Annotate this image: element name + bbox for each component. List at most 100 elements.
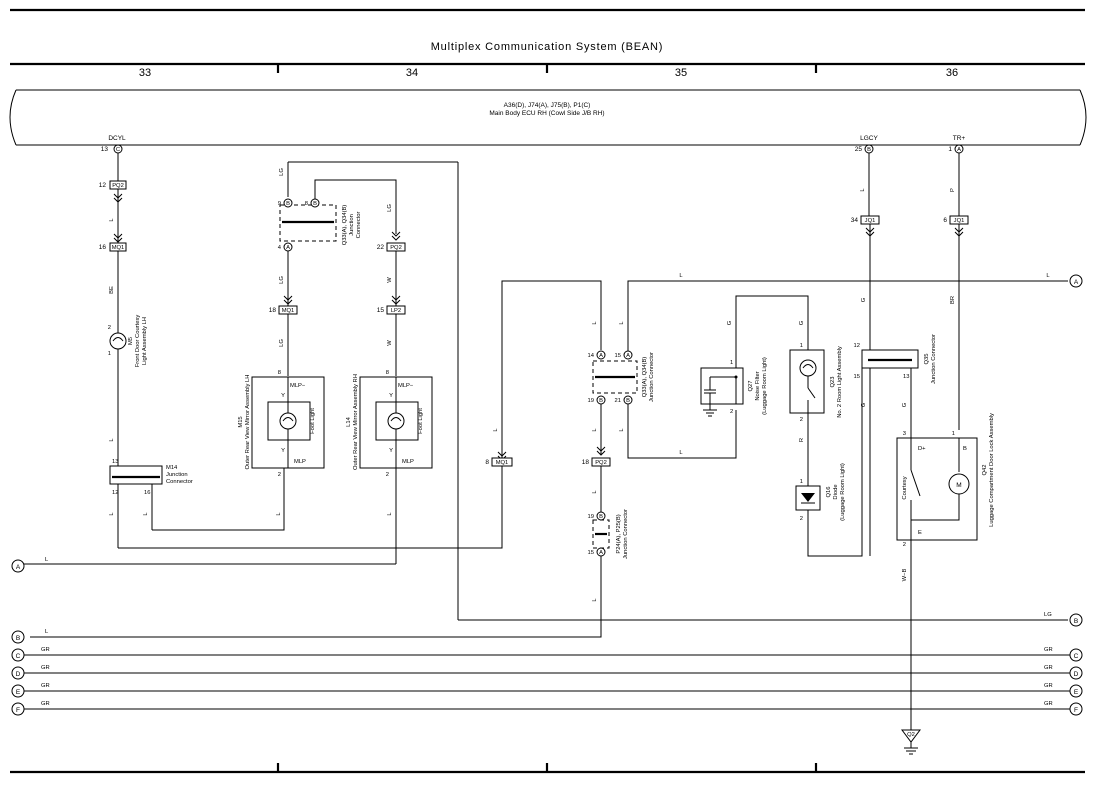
svg-text:PQ2: PQ2	[390, 245, 402, 251]
bus-d: D D GR GR	[11, 665, 1083, 680]
svg-text:(Luggage Room Light): (Luggage Room Light)	[762, 357, 768, 415]
svg-text:GR: GR	[1044, 647, 1053, 653]
svg-text:6: 6	[943, 217, 947, 224]
component-m14	[109, 465, 163, 485]
svg-text:Outer Rear View Mirror Assembl: Outer Rear View Mirror Assembly RH	[353, 374, 359, 470]
svg-text:Junction Connector: Junction Connector	[931, 334, 937, 384]
svg-text:Diode: Diode	[833, 484, 839, 499]
terminal-dcyl-pin: 13	[101, 146, 109, 153]
svg-text:Connector: Connector	[166, 479, 193, 485]
component-q27	[700, 367, 744, 405]
svg-text:MQ1: MQ1	[112, 245, 125, 251]
svg-text:PQ2: PQ2	[112, 183, 124, 189]
terminal-lgcy-label: LGCY	[860, 135, 878, 142]
svg-text:L: L	[276, 512, 282, 516]
svg-text:A: A	[599, 353, 603, 359]
component-q33-mid-label: Q33(A), Q34(B) Junction Connector	[642, 352, 655, 402]
svg-text:BR: BR	[950, 296, 956, 304]
svg-text:Y: Y	[281, 448, 285, 454]
ecu-block: A36(D), J74(A), J75(B), P1(C) Main Body …	[9, 89, 1087, 146]
component-q33-top	[279, 204, 337, 242]
diode-icon	[801, 493, 815, 502]
svg-text:Junction Connector: Junction Connector	[649, 352, 655, 402]
svg-text:14: 14	[588, 353, 595, 359]
svg-text:M5: M5	[128, 337, 134, 345]
svg-text:D: D	[1074, 671, 1079, 678]
svg-text:L: L	[493, 428, 499, 432]
bus-b: B L B LG	[11, 612, 1083, 644]
svg-text:B: B	[867, 147, 871, 153]
svg-text:L: L	[592, 321, 598, 325]
svg-text:2: 2	[386, 472, 389, 478]
svg-text:LG: LG	[279, 339, 285, 347]
svg-text:W−B: W−B	[902, 569, 908, 582]
svg-text:13: 13	[903, 374, 909, 380]
svg-text:Q33(A), Q34(B): Q33(A), Q34(B)	[342, 205, 348, 246]
bus-a: A A L	[11, 274, 1083, 573]
svg-text:9: 9	[278, 201, 281, 207]
svg-text:MLP−: MLP−	[290, 383, 306, 389]
column-dividers	[276, 64, 818, 73]
svg-text:M15: M15	[238, 416, 244, 427]
ground-point-q2	[901, 729, 921, 743]
svg-text:Q35: Q35	[924, 354, 930, 365]
svg-text:GR: GR	[41, 701, 50, 707]
svg-text:L: L	[1046, 273, 1050, 279]
chevron-icon	[391, 295, 401, 305]
svg-text:PQ2: PQ2	[595, 460, 607, 466]
svg-text:E: E	[1074, 689, 1079, 696]
svg-text:18: 18	[582, 459, 590, 466]
svg-text:LG: LG	[387, 204, 393, 212]
svg-text:M14: M14	[166, 465, 178, 471]
svg-text:B: B	[599, 398, 603, 404]
svg-text:A: A	[286, 245, 290, 251]
svg-text:L14: L14	[346, 416, 352, 426]
svg-text:Q16: Q16	[826, 487, 832, 498]
svg-text:GR: GR	[41, 683, 50, 689]
component-p24-label: P24(A), P25(B) Junction Connector	[616, 509, 629, 559]
terminal-dcyl-conn: C	[116, 147, 120, 153]
svg-text:L: L	[679, 273, 683, 279]
svg-text:E: E	[16, 689, 21, 696]
bus-e: E E GR GR	[11, 683, 1083, 698]
svg-text:1: 1	[800, 479, 803, 485]
component-q35-label: Q35 Junction Connector	[924, 334, 937, 384]
svg-text:B: B	[286, 201, 290, 207]
svg-text:LG: LG	[279, 168, 285, 176]
svg-text:GR: GR	[1044, 683, 1053, 689]
svg-text:A: A	[957, 147, 961, 153]
chevron-icon	[283, 295, 293, 305]
svg-text:M: M	[956, 482, 961, 489]
svg-text:L: L	[619, 428, 625, 432]
svg-text:D: D	[16, 671, 21, 678]
column-35: 35	[675, 67, 687, 79]
lamp-icon	[109, 332, 127, 350]
svg-text:Noise Filter: Noise Filter	[755, 371, 761, 400]
svg-text:Foot Light: Foot Light	[310, 408, 316, 434]
svg-text:18: 18	[269, 307, 277, 314]
svg-text:Junction: Junction	[349, 214, 355, 236]
svg-text:Junction Connector: Junction Connector	[623, 509, 629, 559]
bus-c: C C GR GR	[11, 647, 1083, 662]
svg-text:L: L	[45, 557, 49, 563]
svg-text:W: W	[387, 340, 393, 346]
svg-text:25: 25	[855, 146, 863, 153]
svg-text:G: G	[727, 320, 733, 325]
svg-text:F: F	[16, 707, 20, 714]
svg-text:Outer Rear View Mirror Assembl: Outer Rear View Mirror Assembly LH	[245, 375, 251, 470]
component-q16-label: Q16 Diode (Luggage Room Light)	[826, 463, 846, 521]
svg-text:1: 1	[952, 431, 955, 437]
svg-text:1: 1	[108, 351, 111, 357]
svg-text:LP2: LP2	[391, 308, 401, 314]
svg-text:L: L	[860, 188, 866, 192]
svg-text:2: 2	[800, 417, 803, 423]
svg-text:C: C	[16, 653, 21, 660]
svg-text:1: 1	[948, 146, 952, 153]
svg-text:15: 15	[615, 353, 621, 359]
svg-text:3: 3	[903, 431, 906, 437]
svg-text:LG: LG	[279, 276, 285, 284]
svg-text:15: 15	[588, 550, 594, 556]
svg-text:JQ1: JQ1	[865, 218, 876, 224]
chevron-icon	[113, 233, 123, 243]
